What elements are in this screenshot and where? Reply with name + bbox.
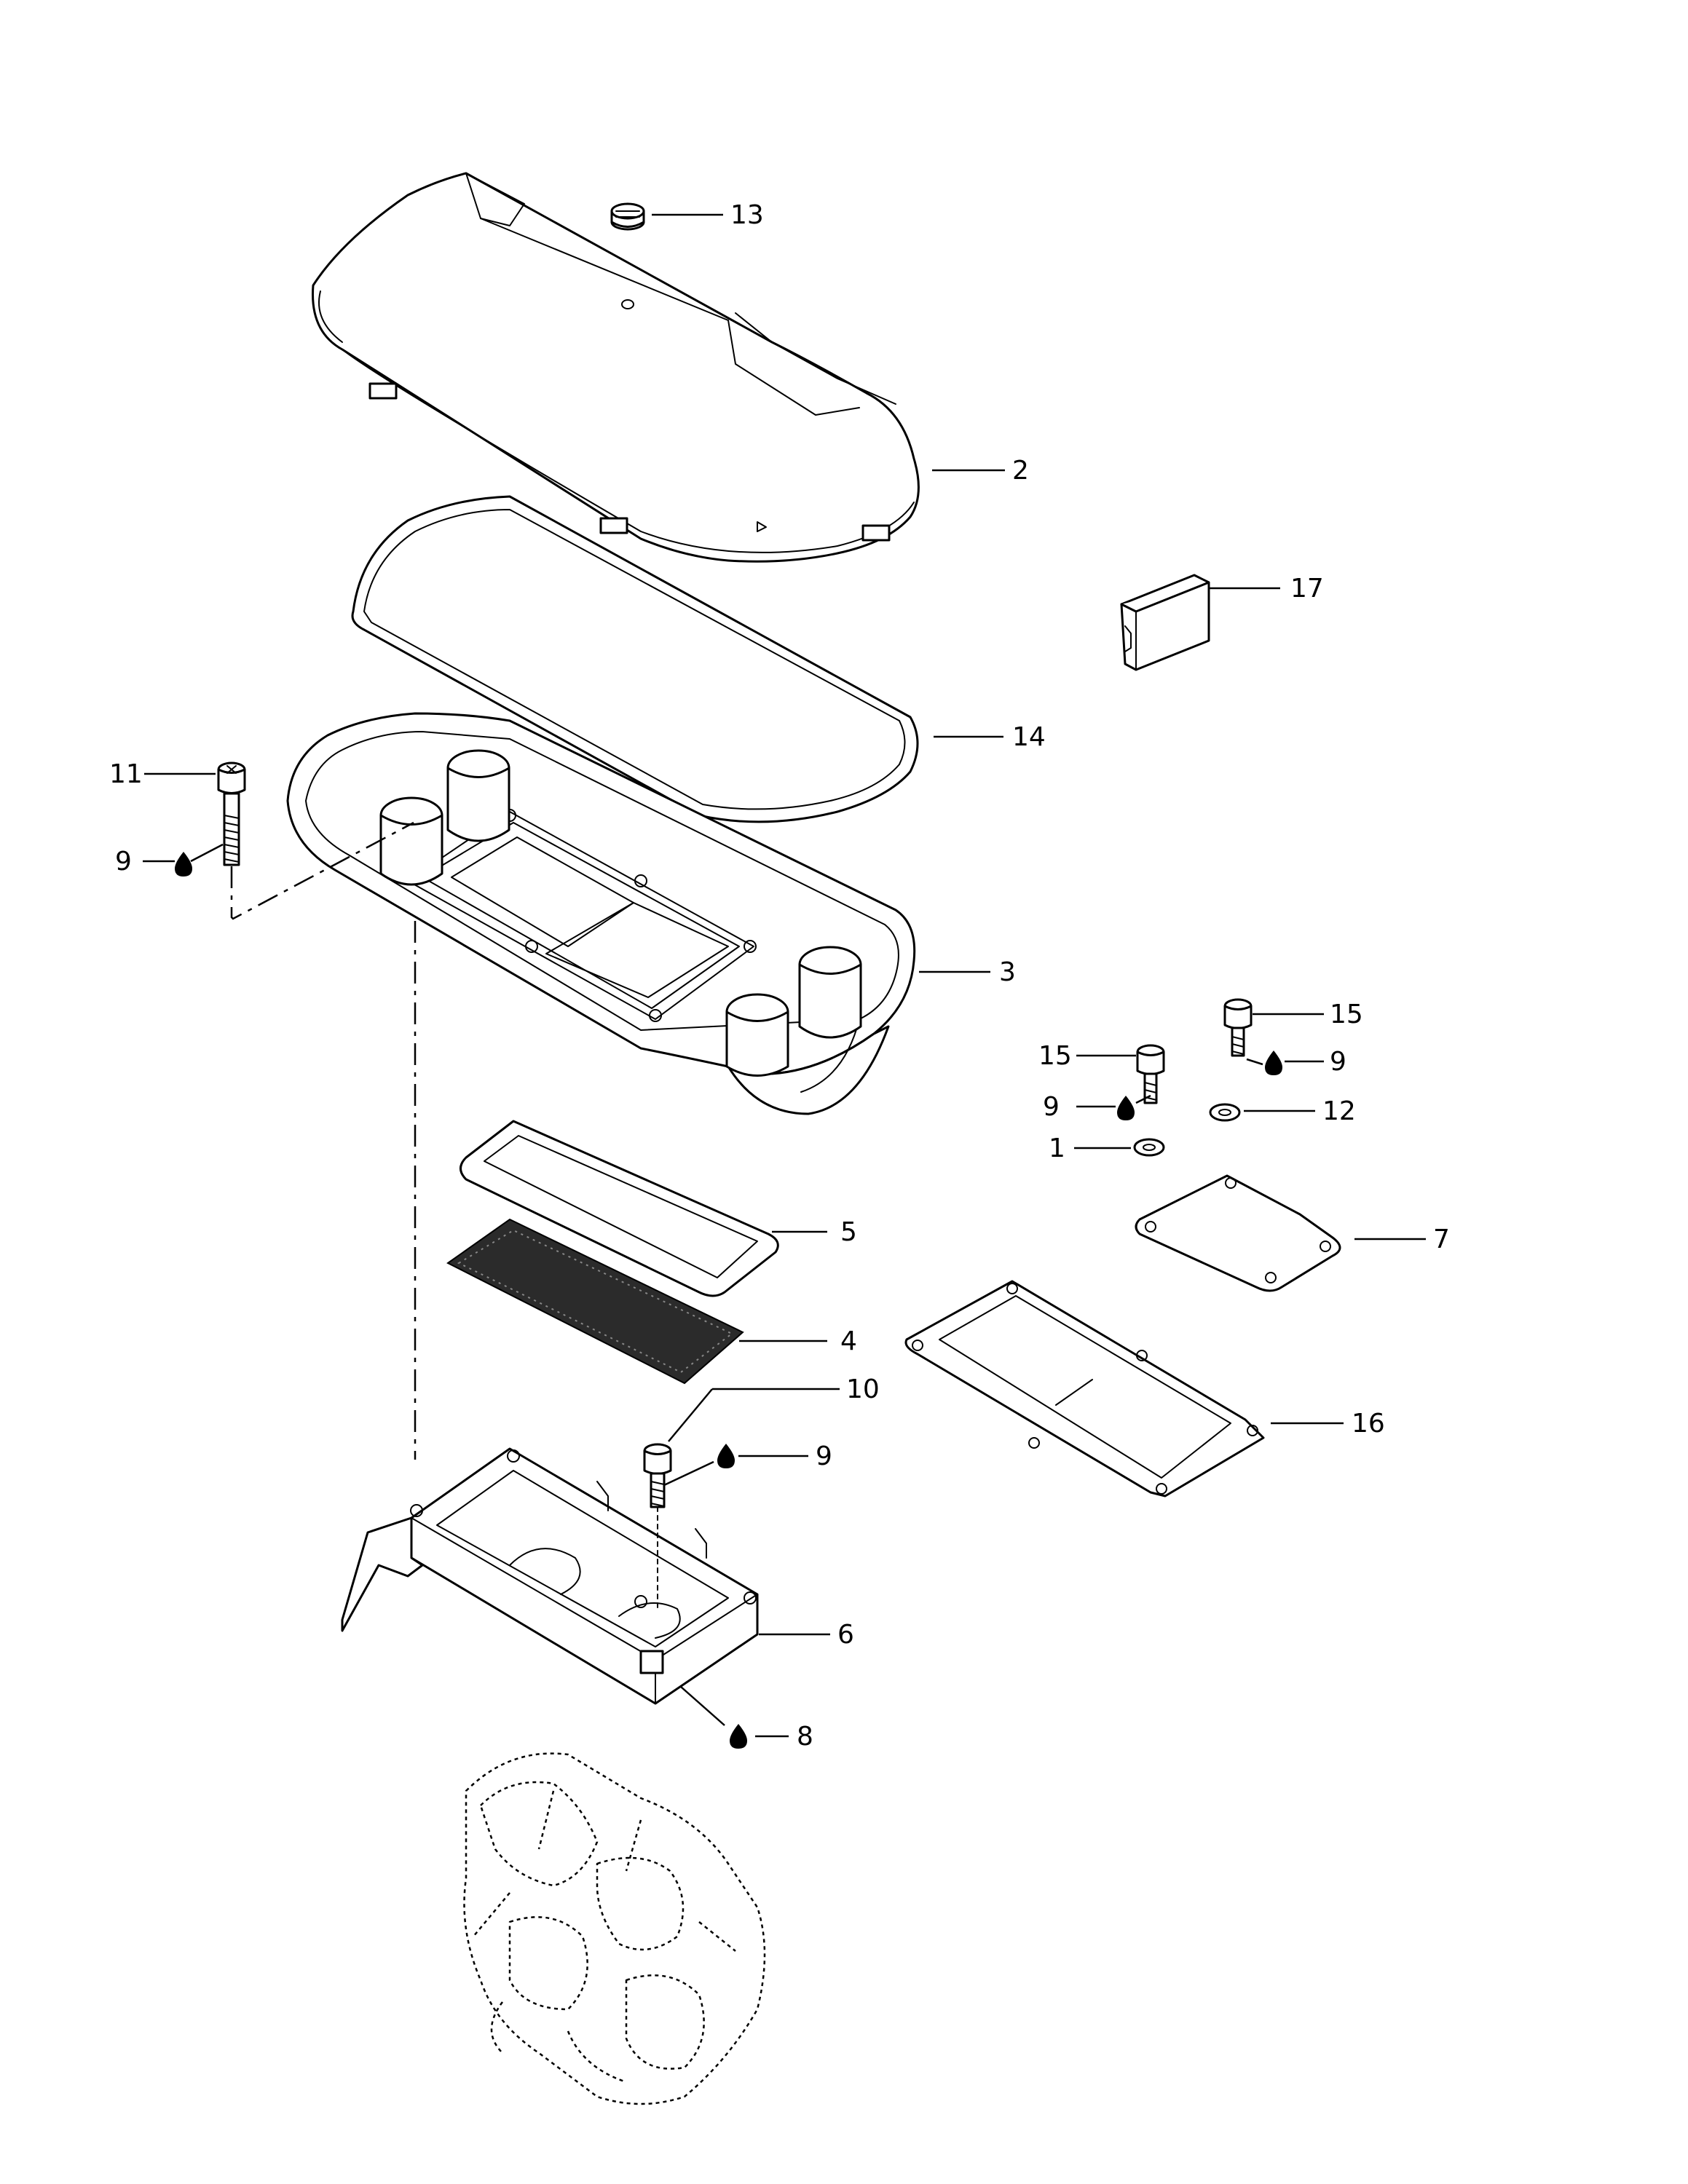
callout-4: 4 (840, 1326, 857, 1356)
callout-8: 8 (797, 1722, 813, 1752)
part-intake-tube-rear-left (446, 749, 510, 842)
part-plug (610, 202, 645, 231)
part-screw-15-left (1136, 1044, 1165, 1104)
oil-drop-icon (1117, 1096, 1135, 1120)
engine-reference-outline (463, 1752, 766, 2105)
callout-15: 15 (1330, 1000, 1363, 1029)
alignment-line-screw (230, 821, 414, 920)
callout-5: 5 (840, 1217, 857, 1247)
callout-labels: 13 2 17 14 11 9 3 15 9 15 9 12 1 5 7 4 1… (109, 200, 1450, 1752)
part-intake-tube-rear-right (725, 993, 789, 1077)
part-flat-washer (1133, 1138, 1165, 1157)
part-filter-mesh (446, 1218, 744, 1385)
part-intake-tube-front-right (798, 946, 862, 1039)
oil-drop-icon (717, 1444, 735, 1468)
part-short-screw (643, 1443, 672, 1610)
part-gasket (351, 495, 919, 823)
oil-drop-icon (730, 1724, 747, 1749)
part-lower-housing (341, 1447, 759, 1705)
callout-9: 9 (816, 1441, 832, 1471)
callout-12: 12 (1322, 1096, 1356, 1126)
callout-3: 3 (999, 957, 1016, 987)
part-screw-15-right (1223, 998, 1253, 1057)
callout-1: 1 (1049, 1133, 1065, 1163)
callout-13: 13 (730, 200, 764, 230)
callout-2: 2 (1012, 456, 1029, 486)
callout-9: 9 (115, 847, 132, 877)
part-cover (312, 172, 920, 563)
callout-11: 11 (109, 759, 143, 789)
part-base-gasket (904, 1280, 1265, 1497)
callout-10: 10 (846, 1374, 880, 1404)
oil-drop-icon (1265, 1051, 1282, 1075)
callout-6: 6 (837, 1620, 854, 1650)
part-intake-tube-front-left (379, 796, 443, 886)
part-long-screw (217, 761, 246, 866)
callout-9: 9 (1043, 1092, 1060, 1122)
part-air-box-base (286, 712, 916, 1115)
callout-17: 17 (1290, 574, 1324, 604)
callout-15: 15 (1038, 1041, 1072, 1071)
part-lock-washer (1209, 1103, 1241, 1122)
callout-14: 14 (1012, 722, 1046, 752)
leader-lines (143, 213, 1426, 1738)
callout-9: 9 (1330, 1047, 1346, 1077)
part-clip (1120, 574, 1210, 671)
oil-drop-icon (175, 852, 192, 877)
callout-7: 7 (1433, 1224, 1450, 1254)
callout-16: 16 (1352, 1409, 1385, 1439)
part-plate (1135, 1174, 1341, 1292)
part-filter-frame (460, 1120, 779, 1297)
